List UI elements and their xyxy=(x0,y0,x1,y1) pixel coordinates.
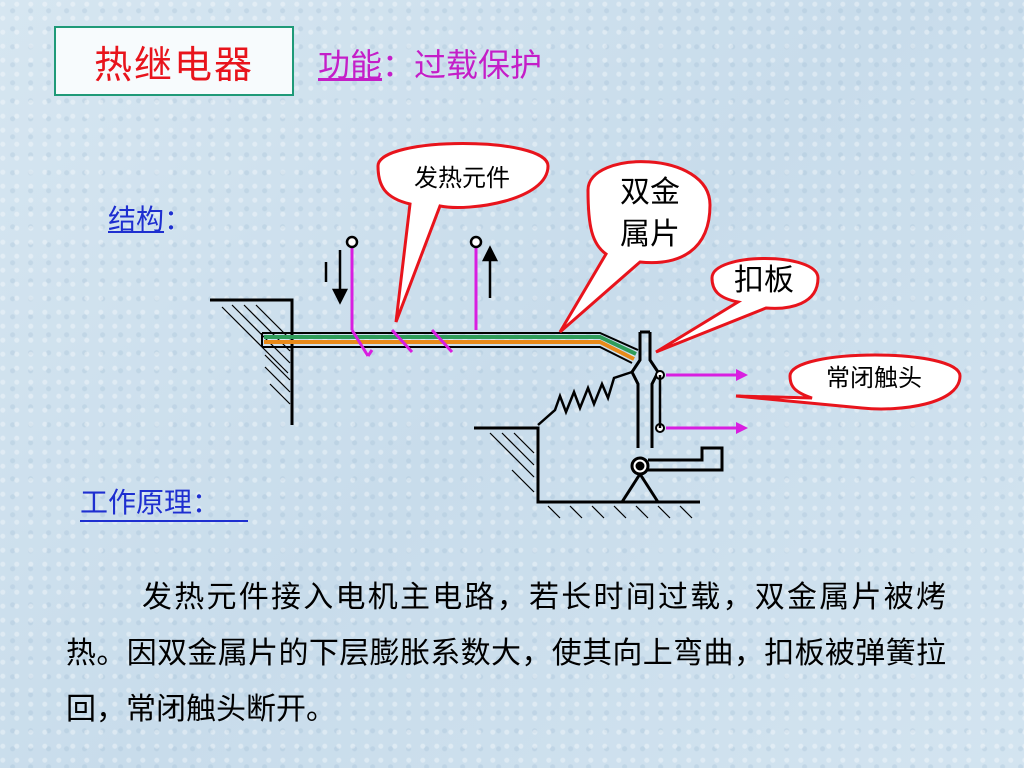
pivot-and-reset-lever xyxy=(620,446,724,503)
terminal-left xyxy=(345,235,359,249)
callout-bimetal-text-line1: 双金 xyxy=(620,175,680,210)
function-line: 功能：过载保护 xyxy=(318,40,542,86)
callout-heating-element: 发热元件 xyxy=(376,142,550,323)
normally-closed-contact xyxy=(655,369,748,434)
callout-nc-contact-text: 常闭触头 xyxy=(826,364,922,392)
structure-heading: 结构： xyxy=(108,198,192,238)
left-fixed-support xyxy=(210,298,294,425)
base-support xyxy=(474,426,700,519)
page-title: 热继电器 xyxy=(93,42,254,87)
title-box: 热继电器 xyxy=(54,26,294,96)
callout-heating-element-text: 发热元件 xyxy=(414,164,510,192)
structure-colon: ： xyxy=(164,203,193,236)
callout-nc-contact: 常闭触头 xyxy=(735,353,962,411)
bimetal-strip xyxy=(261,332,639,364)
principle-label: 工作原理： xyxy=(80,486,249,522)
current-arrows xyxy=(324,245,499,305)
principle-description: 发热元件接入电机主电路，若长时间过载，双金属片被烤热。因双金属片的下层膨胀系数大… xyxy=(66,580,946,727)
function-colon: ： xyxy=(382,46,415,84)
structure-label: 结构 xyxy=(108,203,165,236)
callout-bimetal-text-line2: 属片 xyxy=(620,217,680,252)
heating-element xyxy=(350,246,478,357)
terminal-right xyxy=(469,235,483,249)
function-label: 功能 xyxy=(318,46,383,84)
callout-buckle-plate: 扣板 xyxy=(655,257,820,354)
function-value: 过载保护 xyxy=(414,46,543,84)
spring xyxy=(537,370,633,426)
callout-buckle-plate-text: 扣板 xyxy=(734,263,794,298)
callout-bimetal: 双金 属片 xyxy=(558,160,712,334)
